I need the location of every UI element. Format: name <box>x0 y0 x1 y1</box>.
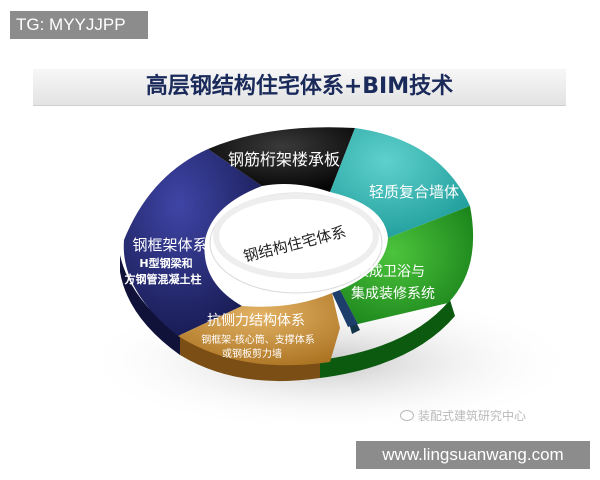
segment-thin-dark <box>332 290 358 327</box>
ring-side-green <box>320 300 455 378</box>
segment-top-label: 钢筋桁架楼承板 <box>228 150 340 169</box>
segment-right <box>330 128 470 238</box>
title-bar: 高层钢结构住宅体系+BIM技术 <box>33 69 566 106</box>
segment-left-title: 钢框架体系 <box>132 236 207 254</box>
segment-left-line1: H型钢梁和 <box>139 256 192 270</box>
segment-right-label: 轻质复合墙体 <box>369 183 459 201</box>
segment-left-line2: 方钢管混凝土柱 <box>125 272 202 286</box>
segment-lower-right <box>340 206 474 324</box>
segment-top <box>208 127 355 192</box>
wechat-icon <box>400 410 414 421</box>
segment-bottom <box>178 293 340 366</box>
wechat-label: 装配式建筑研究中心 <box>418 409 527 423</box>
ring-side-orange <box>180 335 320 382</box>
segment-left <box>123 149 262 336</box>
segment-bottom-line2: 或钢板剪力墙 <box>222 347 282 360</box>
wechat-watermark: 装配式建筑研究中心 <box>400 407 526 424</box>
segment-lower-right-line2: 集成装修系统 <box>351 285 435 302</box>
tag-label: TG: MYYJJPP <box>10 11 148 39</box>
website-watermark: www.lingsuanwang.com <box>356 441 590 469</box>
page-title: 高层钢结构住宅体系+BIM技术 <box>145 74 454 99</box>
segment-lower-right-line1: 集成卫浴与 <box>355 263 425 280</box>
ring-side-navy <box>120 255 180 355</box>
segment-bottom-line1: 钢框架-核心筒、支撑体系 <box>201 333 315 346</box>
segment-bottom-title: 抗侧力结构体系 <box>207 313 305 329</box>
ring-center-inner-shade <box>213 193 379 279</box>
